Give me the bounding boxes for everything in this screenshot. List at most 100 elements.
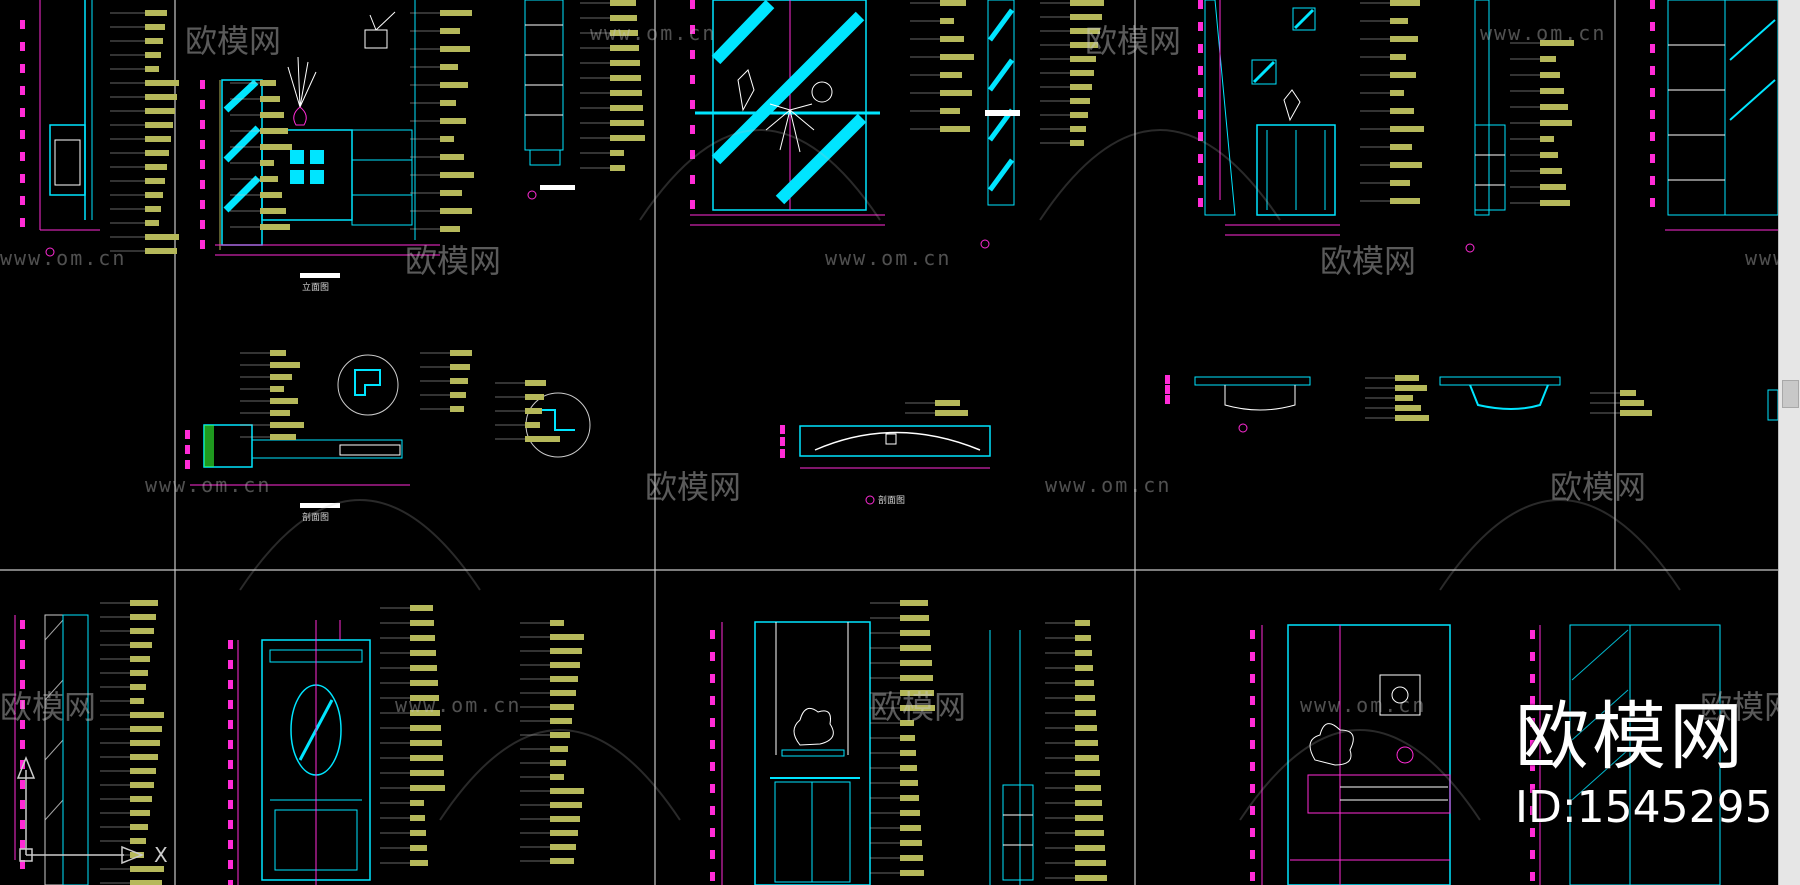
- plan-detail-section: 剖面图 剖面图: [190, 354, 1778, 523]
- annotation-text-block: [440, 154, 464, 160]
- dimension-tick: [780, 425, 785, 434]
- annotation-text-block: [525, 422, 540, 428]
- dimension-tick: [185, 460, 190, 469]
- dimension-tick: [1650, 44, 1655, 53]
- annotation-text-block: [440, 118, 466, 124]
- annotation-text-block: [130, 614, 156, 620]
- annotation-text-block: [900, 675, 933, 681]
- annotation-text-block: [145, 10, 167, 16]
- annotation-text-block: [1540, 152, 1558, 158]
- annotation-text-block: [410, 665, 437, 671]
- annotation-text-block: [1075, 860, 1106, 866]
- dimension-tick: [1198, 154, 1203, 163]
- watermark-2: 欧模网 www.om.cn: [1085, 21, 1604, 60]
- dimension-tick: [690, 75, 695, 84]
- dimension-tick: [710, 872, 715, 881]
- annotation-text-block: [130, 754, 158, 760]
- annotation-text-block: [130, 782, 154, 788]
- annotation-text-block: [270, 410, 290, 416]
- dimension-tick: [20, 760, 25, 769]
- dimension-tick: [200, 140, 205, 149]
- annotation-text-block: [525, 436, 560, 442]
- annotation-text-block: [1390, 18, 1408, 24]
- dimension-tick: [1530, 696, 1535, 705]
- dimension-tick: [1250, 740, 1255, 749]
- dimension-tick: [1650, 110, 1655, 119]
- dimension-tick: [1530, 762, 1535, 771]
- annotation-text-block: [940, 54, 974, 60]
- annotation-text-block: [550, 676, 578, 682]
- annotation-text-block: [130, 810, 150, 816]
- annotation-text-block: [260, 96, 280, 102]
- annotation-text-block: [130, 768, 156, 774]
- annotation-text-block: [1070, 84, 1092, 90]
- dimension-tick: [1198, 66, 1203, 75]
- dimension-tick: [1650, 0, 1655, 9]
- dimension-tick: [1650, 22, 1655, 31]
- watermark-brand: 欧模网: [405, 242, 501, 280]
- watermark-url: www.om.cn: [0, 246, 126, 270]
- annotation-text-block: [900, 600, 928, 606]
- annotation-text-block: [525, 394, 544, 400]
- annotation-text-block: [610, 0, 636, 6]
- annotation-text-block: [410, 680, 438, 686]
- annotation-text-block: [130, 698, 144, 704]
- watermark-5: 欧模网 www.om.cn 欧模网 www.om.cn 欧模网: [0, 688, 1778, 726]
- watermark-brand: 欧模网: [185, 22, 281, 60]
- brand-logo: 欧模网: [1515, 694, 1746, 780]
- dimension-tick: [690, 125, 695, 134]
- dimension-tick: [690, 200, 695, 209]
- annotation-text-block: [550, 774, 564, 780]
- dimension-tick: [1198, 198, 1203, 207]
- dimension-tick: [1198, 132, 1203, 141]
- annotation-text-block: [610, 75, 641, 81]
- dimension-tick: [1530, 784, 1535, 793]
- dimension-tick: [200, 120, 205, 129]
- annotation-text-block: [1540, 120, 1572, 126]
- annotation-text-block: [145, 192, 163, 198]
- annotation-text-block: [1075, 785, 1101, 791]
- dimension-tick: [20, 780, 25, 789]
- annotation-text-block: [550, 620, 564, 626]
- annotation-text-block: [900, 690, 934, 696]
- scrollbar-thumb[interactable]: [1782, 380, 1799, 408]
- annotation-text-block: [440, 82, 468, 88]
- dimension-tick: [228, 700, 233, 709]
- dimension-tick: [1530, 740, 1535, 749]
- annotation-text-block: [410, 650, 436, 656]
- annotation-text-block: [145, 220, 159, 226]
- annotation-text-block: [130, 642, 152, 648]
- annotation-text-block: [130, 712, 164, 718]
- annotation-text-block: [1075, 635, 1091, 641]
- dimension-tick: [200, 100, 205, 109]
- annotation-text-block: [900, 825, 921, 831]
- dimension-tick: [200, 160, 205, 169]
- watermark-1: 欧模网 www.om.cn: [185, 21, 714, 60]
- dimension-tick: [1650, 66, 1655, 75]
- vertical-scrollbar[interactable]: [1778, 0, 1800, 885]
- annotation-text-block: [1390, 126, 1424, 132]
- dimension-tick: [20, 860, 25, 869]
- annotation-text-block: [550, 662, 580, 668]
- dimension-tick: [228, 680, 233, 689]
- dimension-tick: [20, 20, 25, 29]
- annotation-text-block: [145, 94, 177, 100]
- dimension-tick: [228, 820, 233, 829]
- dimension-tick: [20, 740, 25, 749]
- annotation-text-block: [1540, 40, 1574, 46]
- annotation-text-block: [550, 788, 584, 794]
- annotation-text-block: [1390, 144, 1412, 150]
- dimension-tick: [1250, 762, 1255, 771]
- dimension-tick: [1530, 850, 1535, 859]
- dimension-tick: [690, 150, 695, 159]
- annotation-text-block: [1540, 72, 1560, 78]
- dimension-tick: [1250, 784, 1255, 793]
- annotation-text-block: [260, 160, 274, 166]
- annotation-text-block: [145, 178, 165, 184]
- dimension-tick: [228, 880, 233, 885]
- label-detail: 剖面图: [878, 494, 905, 506]
- dimension-tick: [228, 860, 233, 869]
